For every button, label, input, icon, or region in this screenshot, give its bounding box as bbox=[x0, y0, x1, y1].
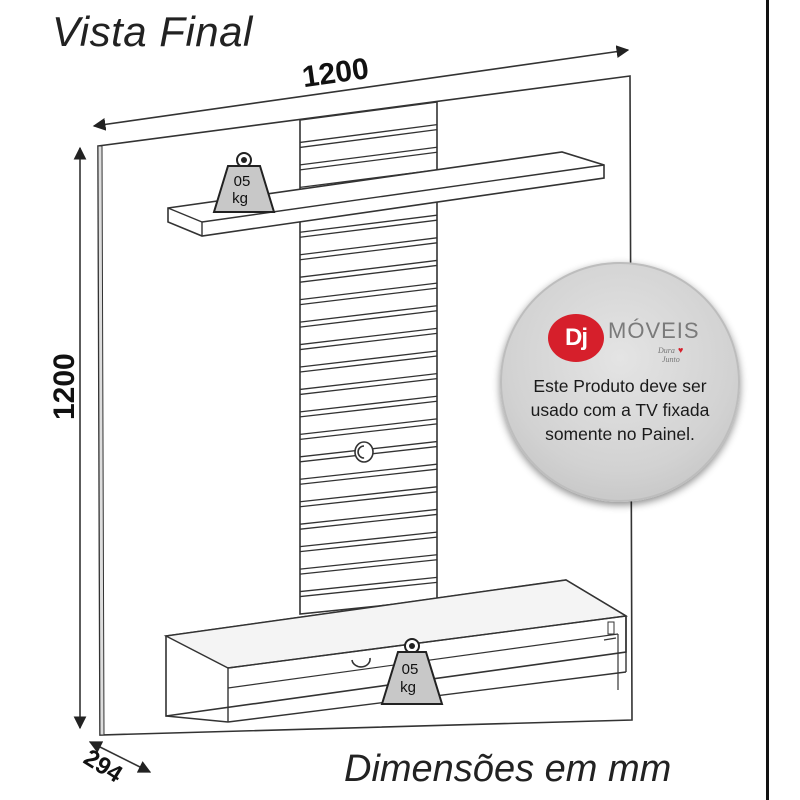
notice-text: Este Produto deve ser usado com a TV fix… bbox=[506, 374, 734, 446]
depth-dimension-label: 294 bbox=[79, 744, 128, 788]
slat-line bbox=[299, 486, 438, 503]
slat-line bbox=[299, 282, 438, 301]
slat-line bbox=[299, 355, 438, 373]
cable-hole bbox=[354, 441, 374, 463]
slat-line bbox=[299, 237, 438, 256]
weight-value-rack: 05 bbox=[402, 661, 419, 678]
slat-line bbox=[299, 372, 438, 391]
brand-name: MÓVEIS bbox=[608, 318, 700, 343]
weight-icon-rack: 05 kg bbox=[380, 638, 444, 705]
dimensions-note: Dimensões em mm bbox=[344, 748, 672, 790]
width-dimension-line bbox=[92, 45, 630, 131]
weight-unit-shelf: kg bbox=[232, 190, 248, 207]
slat-line bbox=[299, 264, 438, 283]
depth-dimension-line bbox=[88, 741, 152, 773]
slat-line bbox=[299, 395, 438, 413]
heart-icon: ♥ bbox=[678, 345, 684, 355]
slat-line bbox=[299, 377, 438, 396]
slat-line bbox=[299, 214, 438, 233]
tv-rack bbox=[163, 579, 629, 723]
slat-line bbox=[299, 508, 438, 525]
slat-line bbox=[299, 559, 438, 575]
slat-line bbox=[299, 305, 438, 323]
slat-line bbox=[299, 531, 438, 548]
brand-logo: Dj MÓVEIS Dura Junto ♥ bbox=[548, 314, 699, 370]
slat-line bbox=[299, 123, 438, 144]
slat-line bbox=[299, 554, 438, 570]
slat-line bbox=[299, 491, 438, 508]
slat-line bbox=[299, 259, 438, 278]
notice-badge: Dj MÓVEIS Dura Junto ♥ Este Produto deve… bbox=[500, 262, 740, 502]
slat-line bbox=[299, 463, 438, 480]
weight-value-shelf: 05 bbox=[234, 173, 251, 190]
slat-line bbox=[299, 423, 438, 441]
weight-icon-shelf: 05 kg bbox=[212, 152, 276, 213]
weight-unit-rack: kg bbox=[400, 679, 416, 696]
slat-line bbox=[299, 151, 438, 171]
brand-signature: Dura Junto bbox=[658, 346, 680, 364]
notice-line-3: somente no Painel. bbox=[545, 424, 695, 444]
slat-line bbox=[299, 242, 438, 261]
slat-line bbox=[299, 310, 438, 328]
height-dimension-label: 1200 bbox=[48, 353, 81, 420]
slat-line bbox=[299, 219, 438, 238]
brand-mark: Dj bbox=[548, 314, 604, 362]
slat-line bbox=[299, 536, 438, 553]
right-border-line bbox=[766, 0, 769, 800]
slat-line bbox=[299, 327, 438, 346]
slat-line bbox=[299, 513, 438, 530]
slat-line bbox=[299, 146, 438, 166]
slat-line bbox=[299, 576, 438, 593]
slat-line bbox=[299, 581, 438, 598]
slat-line bbox=[299, 418, 438, 436]
slat-line bbox=[299, 350, 438, 368]
slat-line bbox=[299, 128, 438, 149]
notice-line-2: usado com a TV fixada bbox=[530, 400, 710, 420]
slat-line bbox=[299, 287, 438, 306]
notice-line-1: Este Produto deve ser bbox=[533, 376, 707, 396]
slat-line bbox=[299, 332, 438, 351]
slat-line bbox=[299, 468, 438, 485]
slat-line bbox=[299, 400, 438, 418]
